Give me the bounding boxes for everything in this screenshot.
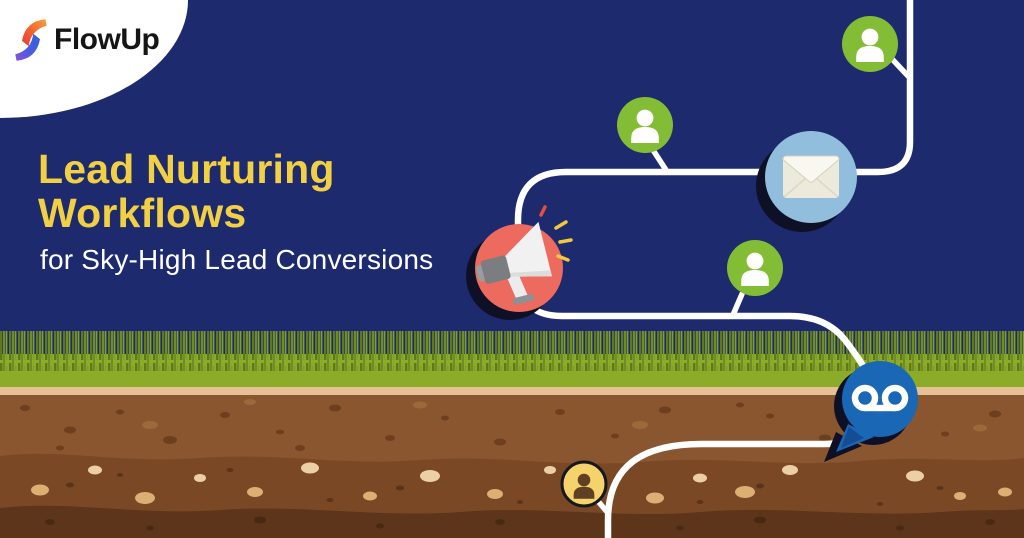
subtitle: for Sky-High Lead Conversions bbox=[40, 243, 434, 275]
soil-layer-3 bbox=[0, 505, 1024, 538]
email-node bbox=[756, 131, 857, 232]
megaphone-sparks bbox=[539, 205, 573, 262]
soil-speckles-1 bbox=[20, 402, 1001, 451]
connector-lead-upper bbox=[650, 147, 669, 173]
lead-upper-node bbox=[617, 97, 673, 153]
envelope-icon bbox=[782, 155, 840, 198]
announcement-node bbox=[466, 205, 573, 320]
flowup-logo-icon bbox=[15, 19, 47, 61]
lead-top-node bbox=[842, 16, 898, 72]
lead-mid-node bbox=[727, 240, 783, 296]
connector-lead-mid bbox=[730, 291, 745, 318]
topsoil-line bbox=[0, 387, 1024, 396]
soil-light-blobs-1 bbox=[142, 399, 987, 432]
brand-name: FlowUp bbox=[54, 23, 160, 56]
soil-pebbles-2 bbox=[31, 462, 1012, 504]
voicemail-bubble bbox=[842, 361, 918, 437]
lead-seed-node bbox=[560, 460, 608, 508]
connector-lead-top bbox=[890, 57, 911, 79]
voicemail-tail-shade bbox=[841, 427, 864, 448]
soil-speckles-3 bbox=[45, 516, 995, 531]
workflow-path bbox=[514, 0, 914, 538]
soil-speckles-2 bbox=[66, 468, 944, 506]
megaphone-icon bbox=[475, 221, 552, 305]
page-title: Lead Nurturing Workflows bbox=[38, 146, 433, 236]
node-connectors bbox=[594, 57, 911, 516]
headline-block: Lead Nurturing Workflows for Sky-High Le… bbox=[38, 146, 434, 276]
brand-logo: FlowUp bbox=[13, 18, 160, 62]
voicemail-node bbox=[824, 361, 918, 462]
title-line-2: Workflows bbox=[38, 189, 247, 236]
voicemail-icon bbox=[851, 384, 909, 412]
title-line-1: Lead Nurturing bbox=[38, 146, 335, 192]
